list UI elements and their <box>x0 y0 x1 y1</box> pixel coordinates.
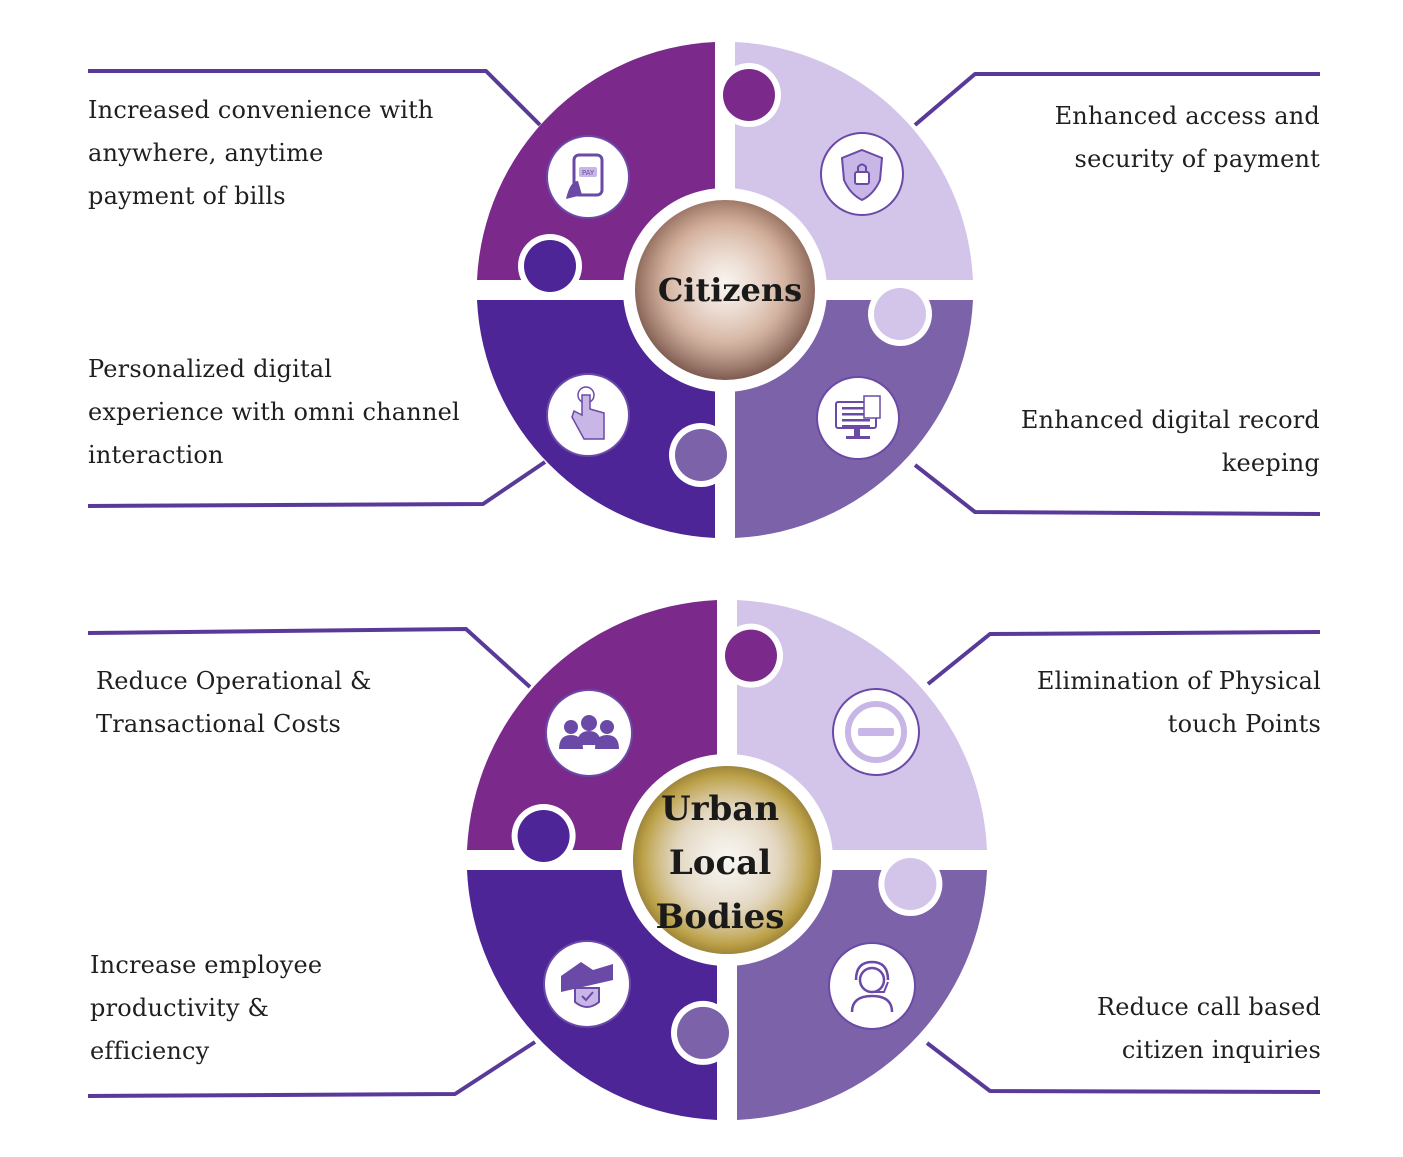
ulb-puzzle <box>87 600 1321 1120</box>
connector-top-left <box>87 627 532 689</box>
text-line: Personalized digital <box>88 355 333 383</box>
agent-body <box>850 994 894 1013</box>
person-head <box>564 720 578 734</box>
document-line <box>842 419 870 422</box>
hand-shape <box>566 181 582 199</box>
text-line: Transactional Costs <box>96 710 342 738</box>
text-line: productivity & <box>90 994 270 1022</box>
text-line: experience with omni channel <box>88 398 460 426</box>
ulb-tab-right <box>884 858 937 910</box>
monitor-base <box>846 436 870 439</box>
citizens-center-overlay <box>635 200 815 380</box>
person-body <box>559 735 583 749</box>
title-line: Local <box>668 843 772 883</box>
connector-top-right <box>913 72 1320 127</box>
phone-outline <box>572 153 604 197</box>
text-line: Increased convenience with <box>88 96 434 124</box>
text-line: Enhanced digital record <box>1020 406 1320 434</box>
ulb-tab-left <box>517 810 570 862</box>
citizens-tab-right <box>874 288 926 340</box>
ulb-benefit-top-left: Reduce Operational & Transactional Costs <box>96 660 426 746</box>
ulb-tab-bottom <box>677 1006 729 1059</box>
citizens-benefit-top-right: Enhanced access and security of payment <box>960 95 1320 181</box>
person-head <box>581 715 597 731</box>
ulb-center-overlay <box>633 766 821 954</box>
text-line: Reduce call based <box>1096 993 1321 1021</box>
minus-circle-icon <box>832 688 920 776</box>
citizens-benefit-bottom-right: Enhanced digital record keeping <box>960 399 1320 485</box>
headset-mic <box>874 981 889 993</box>
citizens-tab-top <box>723 69 775 121</box>
text-line: interaction <box>88 441 224 469</box>
text-line: security of payment <box>1074 145 1320 173</box>
document-sheet <box>863 395 881 419</box>
text-line: touch Points <box>1167 710 1321 738</box>
documents-monitor-icon <box>816 376 900 460</box>
connector-top-right <box>926 630 1321 686</box>
text-line: payment of bills <box>88 182 286 210</box>
support-agent-icon <box>828 942 916 1030</box>
shield-lock-icon <box>820 132 904 216</box>
text-line: anywhere, anytime <box>88 139 324 167</box>
text-line: Enhanced access and <box>1054 102 1320 130</box>
ulb-benefit-bottom-right: Reduce call based citizen inquiries <box>960 986 1321 1072</box>
text-line: efficiency <box>90 1037 210 1065</box>
tap-hand-icon <box>546 373 630 457</box>
clasped-hands <box>561 962 613 992</box>
group-people-icon <box>545 689 633 777</box>
connector-bottom-right <box>913 463 1321 516</box>
ulb-tab-top <box>725 629 777 682</box>
connector-bottom-right <box>925 1041 1321 1094</box>
minus-ring <box>845 701 907 763</box>
text-line: citizen inquiries <box>1121 1036 1321 1064</box>
citizens-tab-bottom <box>675 429 727 481</box>
icon-badge-bg <box>828 942 916 1030</box>
ulb-center-title: Urban Local Bodies <box>610 782 830 944</box>
pay-label: PAY <box>582 169 595 177</box>
person-body <box>577 731 601 745</box>
pay-label-bg <box>579 167 597 177</box>
monitor-stand <box>854 428 860 436</box>
title-line: Bodies <box>655 897 785 937</box>
citizens-center-title: Citizens <box>657 271 803 309</box>
connector-top-left <box>88 69 542 127</box>
text-line: keeping <box>1221 449 1320 477</box>
check-mark <box>581 991 594 1002</box>
document-line <box>842 407 870 410</box>
ulb-benefit-bottom-left: Increase employee productivity & efficie… <box>90 944 420 1073</box>
handshake-shield-icon <box>543 940 631 1028</box>
citizens-benefit-top-left: Increased convenience with anywhere, any… <box>88 89 468 218</box>
person-head <box>600 720 614 734</box>
citizens-benefit-bottom-left: Personalized digital experience with omn… <box>88 348 488 477</box>
person-body <box>595 735 619 749</box>
citizens-puzzle: PAY <box>87 42 1321 538</box>
document-line <box>842 413 870 416</box>
text-line: Increase employee <box>90 951 323 979</box>
title-line: Urban <box>660 789 780 829</box>
headset-band <box>854 960 890 981</box>
minus-bar <box>858 728 894 736</box>
lock-body <box>854 171 870 185</box>
agent-head <box>858 966 886 994</box>
ulb-benefit-top-right: Elimination of Physical touch Points <box>960 660 1321 746</box>
lock-shackle <box>857 163 867 172</box>
citizens-tab-left <box>524 240 576 292</box>
document-line <box>842 425 870 428</box>
connector-bottom-left <box>87 1040 537 1098</box>
finger-shape <box>571 394 605 440</box>
text-line: Elimination of Physical <box>1036 667 1321 695</box>
pay-phone-icon: PAY <box>546 135 630 219</box>
connector-bottom-left <box>87 460 547 508</box>
text-line: Reduce Operational & <box>96 667 372 695</box>
